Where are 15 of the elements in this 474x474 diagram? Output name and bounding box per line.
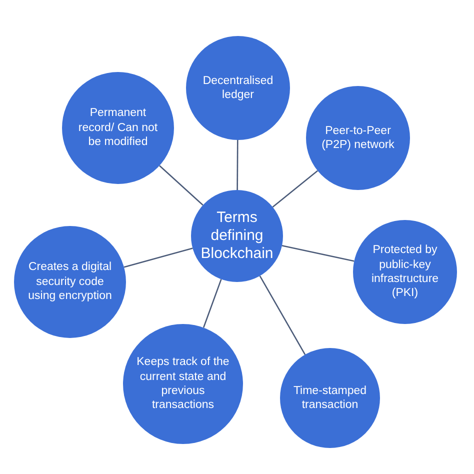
term-label: Creates a digital security code using encryption [27, 260, 113, 304]
term-label: Permanent record/ Can not be modified [77, 106, 159, 150]
connector-line [282, 245, 354, 262]
connector-line [259, 276, 306, 355]
connector-line [124, 248, 193, 268]
term-label: Time-stamped transaction [292, 384, 368, 412]
connector-line [272, 170, 318, 208]
term-label: Decentralised ledger [202, 74, 274, 102]
connector-line [236, 140, 238, 190]
term-label: Keeps track of the current state and previous transactions [136, 355, 230, 413]
central-term: Terms defining Blockchain [200, 209, 274, 263]
connector-line [159, 165, 204, 206]
term-label: Protected by public-key infrastructure (PKI) [370, 243, 440, 301]
term-label: Peer-to-Peer (P2P) network [320, 124, 396, 152]
connector-line [202, 279, 222, 328]
